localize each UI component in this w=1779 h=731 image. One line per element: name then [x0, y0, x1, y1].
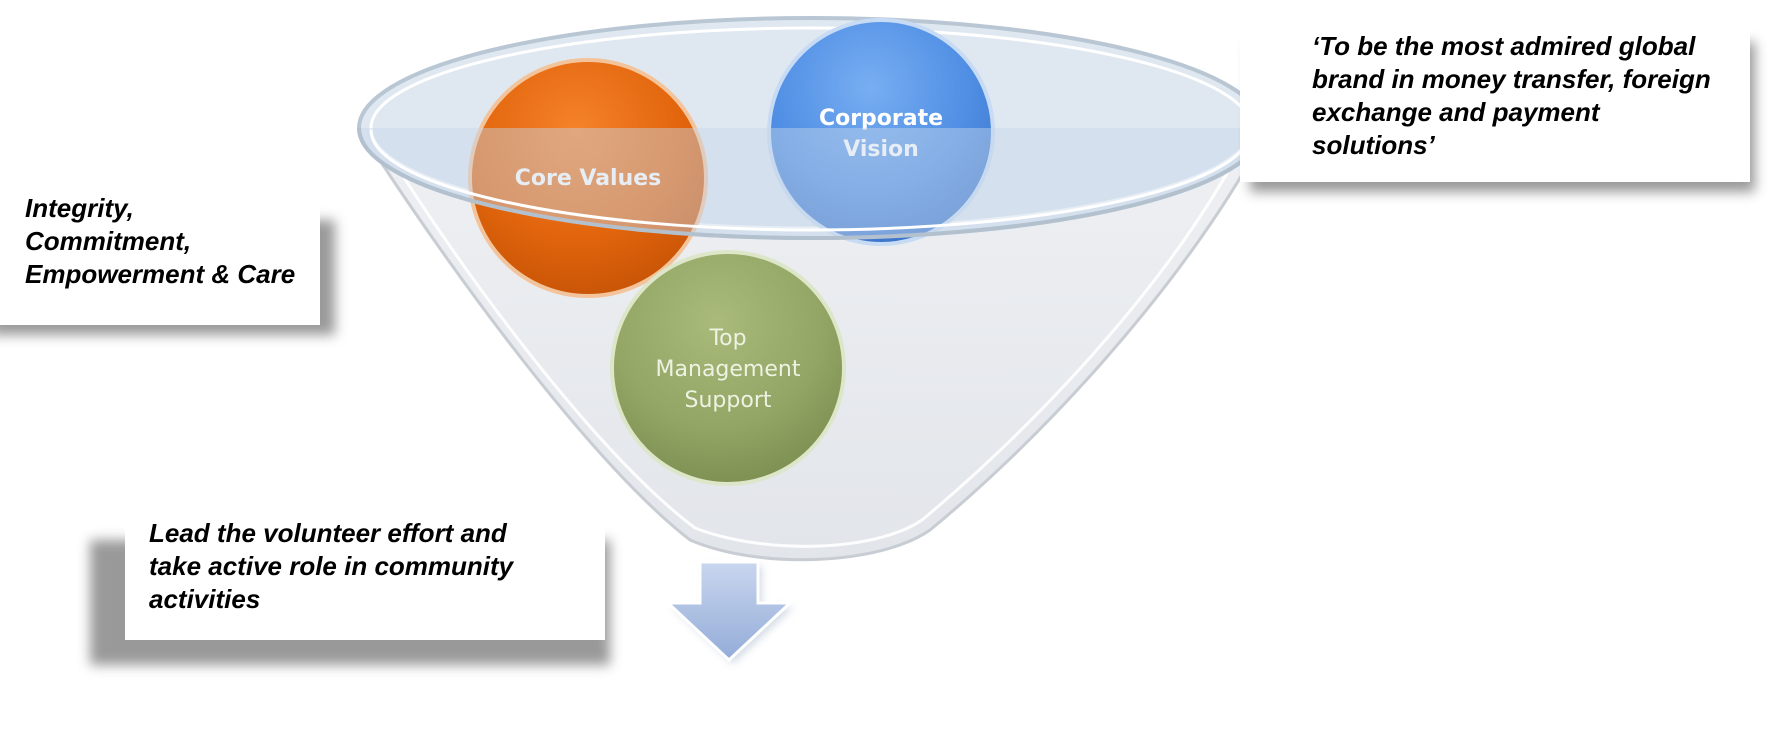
circle-core-values: Core Values	[468, 58, 708, 298]
funnel-rim-front	[357, 127, 1265, 240]
vision-callout-box	[1240, 22, 1750, 182]
management-callout-box	[125, 505, 605, 640]
corporate-vision-label: CorporateVision	[819, 106, 943, 162]
values-line: Integrity,	[25, 193, 134, 223]
vision-line: ‘To be the most admired global	[1312, 31, 1696, 61]
circle-label-line: Corporate	[819, 106, 943, 131]
circle-label-line: Vision	[843, 137, 919, 162]
management-line: Lead the volunteer effort and	[149, 518, 507, 548]
funnel-sheen	[377, 138, 1243, 548]
values-callout-box	[0, 190, 320, 325]
down-arrow-icon	[664, 560, 794, 664]
management-line: activities	[149, 584, 261, 614]
values-line: Commitment,	[25, 226, 192, 256]
vision-line: exchange and payment	[1312, 97, 1600, 127]
circle-corporate-vision: CorporateVision	[767, 18, 995, 246]
values-callout: Integrity, Commitment, Empowerment & Car…	[0, 180, 340, 350]
values-callout-text: Integrity, Commitment, Empowerment & Car…	[25, 192, 335, 291]
management-callout-text: Lead the volunteer effort and take activ…	[149, 517, 609, 616]
vision-line: brand in money transfer, foreign	[1312, 64, 1711, 94]
circle-label-line: Management	[656, 357, 801, 382]
circle-label-line: Top	[708, 326, 746, 351]
management-line: take active role in community	[149, 551, 514, 581]
vision-line: solutions’	[1312, 130, 1435, 160]
vision-callout-text: ‘To be the most admired global brand in …	[1312, 30, 1742, 162]
vision-callout: ‘To be the most admired global brand in …	[1240, 22, 1760, 202]
management-callout: Lead the volunteer effort and take activ…	[85, 505, 620, 670]
circle-label-line: Core Values	[515, 166, 662, 191]
values-line: Empowerment & Care	[25, 259, 296, 289]
circle-label-line: Support	[685, 388, 772, 413]
core-values-label: Core Values	[515, 166, 662, 191]
